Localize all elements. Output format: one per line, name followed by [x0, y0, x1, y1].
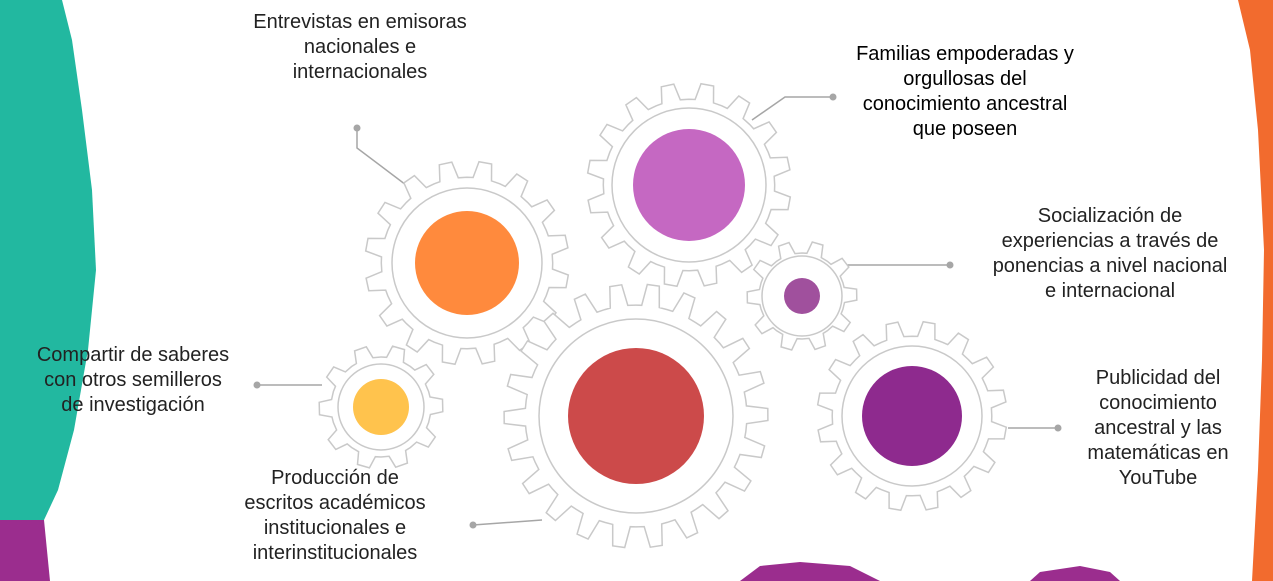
- gear-small-violet-center: [784, 278, 820, 314]
- gear-red-ring: [538, 318, 734, 514]
- label-compartir: Compartir de saberes con otros semillero…: [36, 344, 230, 416]
- gears-group: [318, 82, 1008, 549]
- connector-familias: [751, 96, 833, 121]
- gear-purple-ring: [841, 345, 983, 487]
- gear-pink-center: [633, 129, 745, 241]
- connector-produccion-dot: [469, 521, 477, 529]
- gear-small-violet: [746, 241, 858, 351]
- gear-orange-center: [415, 211, 519, 315]
- gear-yellow-center: [353, 379, 409, 435]
- gear-purple: [816, 320, 1008, 512]
- label-produccion: Producción de escritos académicos instit…: [244, 467, 426, 564]
- gear-red: [503, 283, 769, 549]
- left-decorative-band: [0, 0, 96, 581]
- connector-entrevistas: [356, 128, 411, 189]
- connector-socializacion-dot: [946, 261, 954, 269]
- connector-compartir-dot: [253, 381, 261, 389]
- connector-entrevistas-dot: [353, 124, 361, 132]
- label-socializacion: Socialización de experiencias a través d…: [992, 205, 1228, 302]
- gear-orange-ring: [391, 187, 543, 339]
- label-entrevistas: Entrevistas en emisoras nacionales e int…: [253, 11, 467, 83]
- label-publicidad: Publicidad del conocimiento ancestral y …: [1087, 367, 1229, 489]
- gear-orange: [364, 160, 570, 366]
- connector-lines: [253, 93, 1062, 529]
- gear-yellow: [318, 345, 444, 469]
- gear-purple-center: [862, 366, 962, 466]
- gear-small-violet-ring: [761, 255, 843, 337]
- magenta-band: [0, 520, 50, 581]
- teal-band: [0, 0, 96, 520]
- connector-familias-dot: [829, 93, 837, 101]
- gear-pink-ring: [611, 107, 767, 263]
- connector-produccion: [472, 519, 543, 526]
- gear-yellow-ring: [337, 363, 425, 451]
- gear-red-center: [568, 348, 704, 484]
- connector-publicidad-dot: [1054, 424, 1062, 432]
- label-familias: Familias empoderadas y orgullosas del co…: [856, 43, 1074, 140]
- gear-pink: [586, 82, 792, 288]
